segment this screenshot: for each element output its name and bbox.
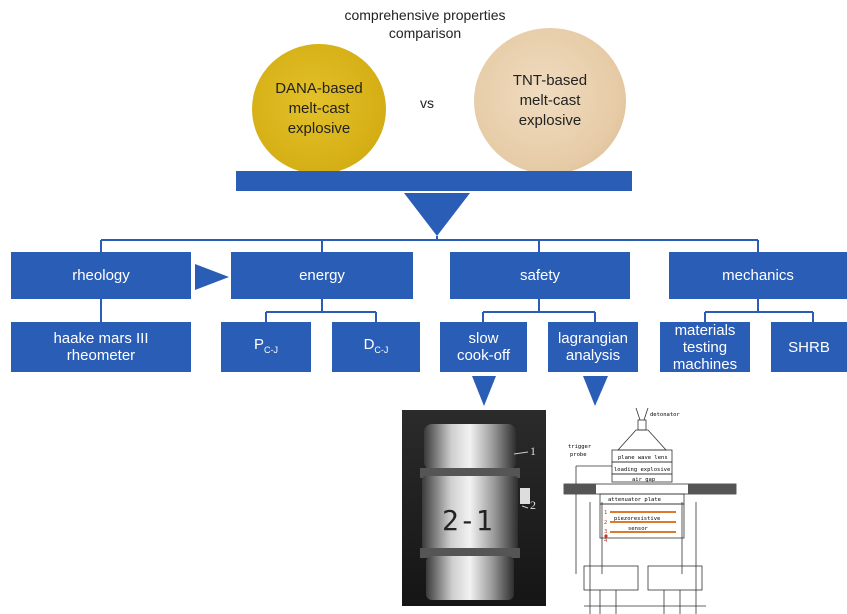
- photo-label-2: 2: [530, 498, 536, 512]
- sensor-number-1: 1: [604, 510, 607, 516]
- lagrangian-label: lagrangian analysis: [557, 330, 629, 364]
- attenuator-plate-label: attenuator plate: [608, 497, 661, 503]
- main-down-arrow: [404, 193, 470, 236]
- tnt-sample-label: TNT-based melt-cast explosive: [512, 72, 588, 129]
- pcj-box: PC-J: [221, 322, 311, 372]
- piezoresistive-label: piezoresistive: [614, 516, 660, 522]
- cookoff-down-arrow: [472, 376, 496, 406]
- cookoff-box: slow cook-off: [440, 322, 527, 372]
- vs-label: vs: [420, 95, 434, 111]
- sensor-number-3: 3: [604, 529, 607, 535]
- sensor-label: sensor: [628, 526, 649, 532]
- trigger-label: trigger: [568, 444, 592, 450]
- materials-testing-box: materials testing machines: [660, 321, 750, 373]
- probe-label: probe: [570, 452, 587, 458]
- dana-sample-disc: DANA-based melt-cast explosive: [252, 44, 386, 174]
- materials-testing-label: materials testing machines: [672, 321, 738, 373]
- cookoff-label: slow cook-off: [456, 330, 511, 364]
- shrb-box: SHRB: [771, 322, 847, 372]
- dana-sample-label: DANA-based melt-cast explosive: [275, 80, 363, 137]
- loading-explosive-label: loading explosive: [614, 467, 670, 473]
- dcj-box: DC-J: [332, 322, 420, 372]
- rheometer-box: haake mars III rheometer: [11, 322, 191, 372]
- rheology-label: rheology: [72, 267, 130, 284]
- air-gap-label: air gap: [632, 477, 655, 483]
- plane-wave-lens-label: plane wave lens: [618, 455, 668, 461]
- safety-box: safety: [450, 252, 630, 299]
- mechanics-box: mechanics: [669, 252, 847, 299]
- photo-label-1: 1: [530, 444, 536, 458]
- sensor-number-2: 2: [604, 520, 607, 526]
- energy-label: energy: [299, 267, 345, 284]
- rheology-box: rheology: [11, 252, 191, 299]
- safety-label: safety: [519, 267, 561, 284]
- tnt-sample-disc: TNT-based melt-cast explosive: [474, 28, 626, 174]
- rheometer-label: haake mars III rheometer: [53, 330, 149, 364]
- diagram-title: comprehensive properties comparison: [344, 7, 506, 41]
- rheology-to-energy-arrow: [195, 264, 229, 290]
- shrb-label: SHRB: [788, 338, 830, 356]
- comparison-bar: [236, 171, 632, 191]
- cookoff-cylinder-photo: 2-1 1 2: [402, 410, 546, 606]
- energy-box: energy: [231, 252, 413, 299]
- svg-text:2-1: 2-1: [442, 504, 493, 537]
- sensor-number-4: 4: [604, 538, 608, 544]
- mechanics-label: mechanics: [722, 267, 794, 284]
- pcj-label: PC-J: [253, 335, 278, 355]
- lagrangian-down-arrow: [583, 376, 608, 406]
- lagrangian-box: lagrangian analysis: [548, 322, 638, 372]
- dcj-label: DC-J: [363, 335, 389, 355]
- lagrangian-apparatus-schematic: detonator trigger probe plane wave lens …: [563, 407, 737, 614]
- cylinder-illustration: 2-1: [420, 424, 530, 600]
- detonator-label: detonator: [650, 412, 680, 418]
